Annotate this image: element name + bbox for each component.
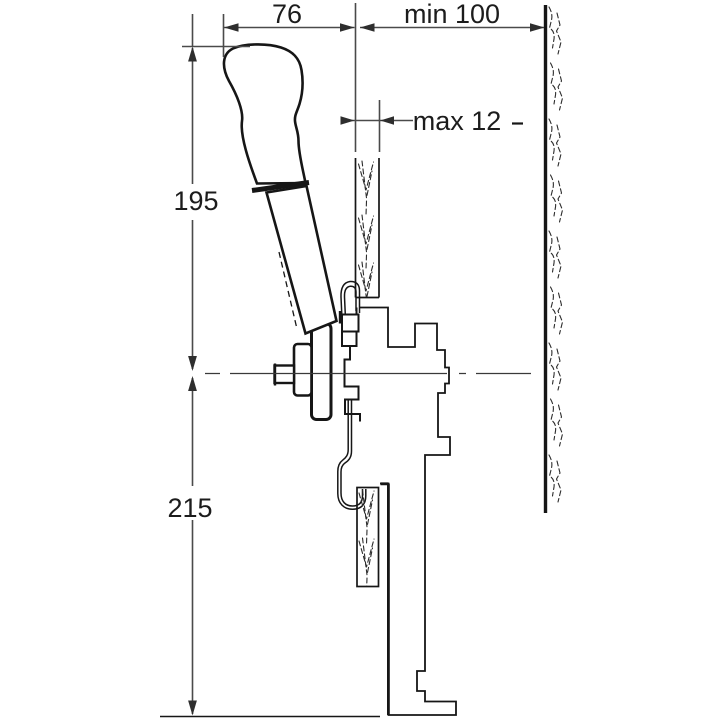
wall-grain [548, 6, 564, 503]
dimension-label-195: 195 [173, 186, 218, 216]
lower-panel-edges [356, 486, 380, 588]
dimension-195: 195 [173, 46, 219, 371]
knob-collar [251, 180, 310, 193]
dimension-max-12: max 12 [340, 106, 523, 136]
housing-profile [359, 306, 457, 716]
stud-bolt [273, 364, 296, 385]
arrowhead-right [340, 23, 355, 32]
dimension-label-76: 76 [272, 0, 302, 29]
arrowhead-up [188, 376, 197, 391]
arrowhead-down [188, 700, 197, 716]
dimension-min-100: min 100 [360, 0, 545, 32]
bracket-lower-outer [337, 400, 367, 511]
lever-hidden-edge [278, 251, 298, 330]
mounting-bracket-lower [337, 400, 367, 511]
control-lever [222, 43, 339, 336]
dimension-annotations: 76 min 100 max 12 195 [167, 0, 545, 716]
lever-shaft [264, 184, 339, 336]
arrowhead-right-inward [340, 116, 355, 125]
gear-knob [222, 43, 308, 185]
upper-panel-edges [354, 158, 380, 299]
arrowhead-left [360, 23, 375, 32]
upper-panel-section [354, 158, 380, 299]
arrowhead-up [188, 46, 197, 62]
pivot-flange [310, 322, 333, 421]
bracket-upper-outer [340, 280, 361, 331]
lower-panel-section [356, 486, 380, 588]
arrowhead-right [530, 23, 545, 32]
dimension-76: 76 [224, 0, 355, 32]
connector-step-1 [341, 313, 360, 333]
dimension-label-max-12: max 12 [413, 106, 502, 136]
housing-column-edge [380, 482, 390, 715]
bracket-lower-inner [340, 400, 364, 507]
wall-section [543, 5, 564, 513]
arrowhead-left-inward [380, 116, 394, 125]
arrowhead-left [224, 23, 239, 32]
dimension-label-215: 215 [167, 493, 212, 523]
arrowhead-down [188, 356, 197, 371]
lower-panel-grain [358, 489, 375, 586]
connector-step-3 [343, 345, 361, 422]
control-housing [355, 306, 457, 716]
mounting-block [292, 342, 313, 397]
upper-panel-grain [357, 160, 375, 297]
dimension-label-min-100: min 100 [404, 0, 500, 29]
dimension-215: 215 [167, 376, 213, 716]
pivot-assembly [273, 311, 361, 422]
connector-step-2 [341, 330, 358, 347]
